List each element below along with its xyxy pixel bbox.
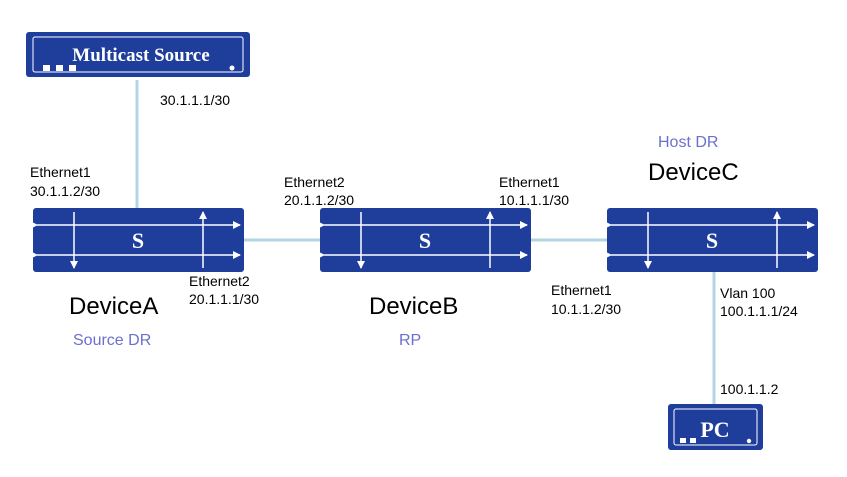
devicea-name: DeviceA	[69, 293, 158, 320]
port-icons	[680, 438, 752, 444]
devicec-eth1-ip: 10.1.1.2/30	[551, 301, 621, 317]
pc-ip-label: 100.1.1.2	[720, 381, 779, 397]
pc-device: PC	[668, 404, 763, 450]
devicec-name: DeviceC	[648, 159, 739, 186]
devicea-eth1-ip: 30.1.1.2/30	[30, 183, 100, 199]
deviceb-eth2-name: Ethernet2	[284, 174, 345, 190]
devicec-vlan-ip: 100.1.1.1/24	[720, 303, 798, 319]
source-ip-label: 30.1.1.1/30	[160, 92, 230, 108]
devicec-role: Host DR	[658, 134, 718, 151]
deviceb-role: RP	[399, 332, 421, 349]
multicast-source-device: Multicast Source	[26, 32, 250, 77]
deviceb-eth2-ip: 20.1.1.2/30	[284, 192, 354, 208]
deviceb-switch-symbol: S	[419, 228, 431, 253]
devicec-switch-symbol: S	[706, 228, 718, 253]
devicea-role: Source DR	[73, 332, 151, 349]
deviceb-name: DeviceB	[369, 293, 458, 320]
multicast-source-label: Multicast Source	[72, 45, 209, 66]
deviceb-eth1-ip: 10.1.1.1/30	[499, 192, 569, 208]
devicec-eth1-name: Ethernet1	[551, 282, 612, 298]
devicec-vlan-name: Vlan 100	[720, 285, 775, 301]
devicec-switch-icon: S	[604, 208, 818, 272]
deviceb-eth1-name: Ethernet1	[499, 174, 560, 190]
devicea-switch-symbol: S	[132, 228, 144, 253]
devicea-eth1-name: Ethernet1	[30, 164, 91, 180]
pc-label: PC	[700, 417, 729, 442]
port-icons	[43, 65, 235, 71]
devicea-eth2-name: Ethernet2	[189, 273, 250, 289]
devicea-switch-icon: S	[30, 208, 244, 272]
devicea-eth2-ip: 20.1.1.1/30	[189, 291, 259, 307]
links	[135, 80, 716, 405]
deviceb-switch-icon: S	[317, 208, 531, 272]
